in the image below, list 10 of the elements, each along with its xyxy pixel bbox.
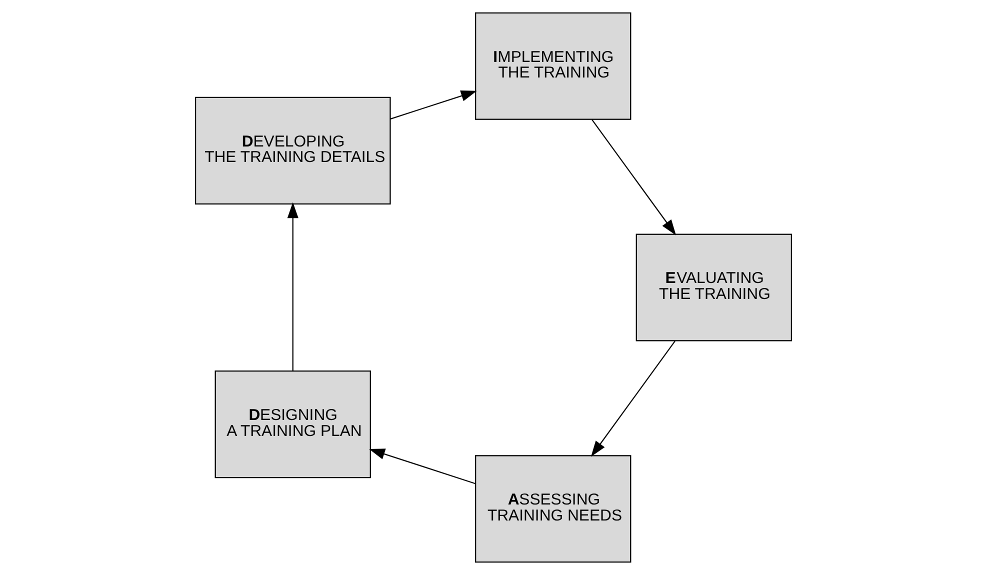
arrow (369, 448, 476, 484)
arrow (390, 90, 477, 120)
node-box: DESIGNING A TRAINING PLAN (214, 370, 371, 478)
node-box: EVALUATING THE TRAINING (636, 234, 792, 342)
arrow (287, 202, 298, 371)
node-box: IMPLEMENTING THE TRAINING (475, 12, 632, 120)
node-box: ASSESSING TRAINING NEEDS (475, 455, 632, 563)
node-box: DEVELOPING THE TRAINING DETAILS (194, 96, 391, 204)
arrow (590, 340, 676, 457)
arrow (592, 119, 676, 236)
